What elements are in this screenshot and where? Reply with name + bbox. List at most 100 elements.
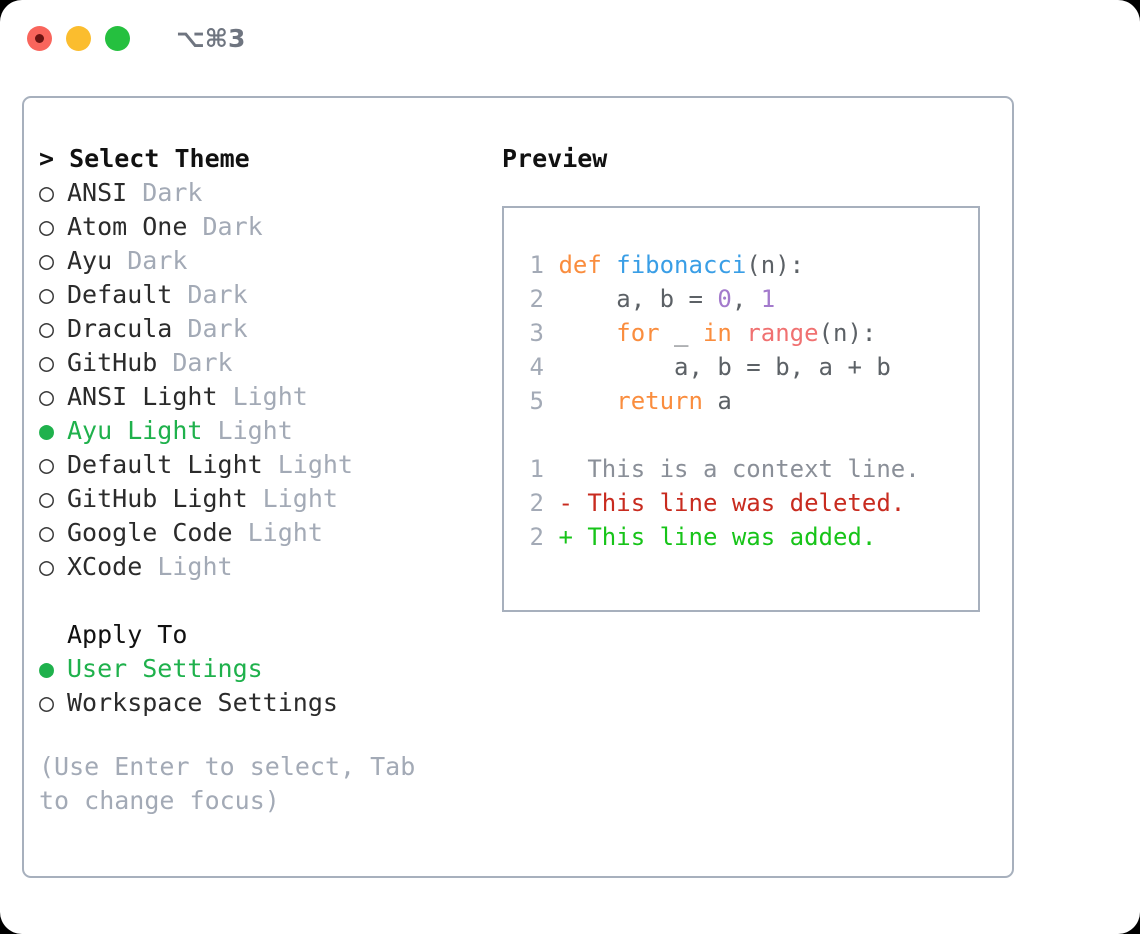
code-token: 0 — [717, 285, 732, 313]
theme-option-label: GitHub — [67, 348, 173, 377]
theme-option-label: Dracula — [67, 314, 188, 343]
diff-line-text: This is a context line. — [544, 455, 920, 483]
code-token: 1 — [760, 285, 776, 313]
theme-picker-dialog: > Select Theme ○ANSI Dark○Atom One Dark○… — [22, 96, 1014, 878]
code-token: _ — [659, 319, 703, 347]
code-diff-spacer — [504, 418, 978, 452]
radio-unselected-icon: ○ — [39, 212, 55, 241]
theme-option-label: ANSI Light — [67, 382, 233, 411]
theme-option-atom-one[interactable]: ○ Atom One Dark — [39, 210, 479, 244]
code-token: return — [616, 387, 703, 415]
code-token — [558, 319, 616, 347]
radio-unselected-icon: ○ — [39, 178, 55, 207]
radio-unselected-icon: ○ — [39, 484, 55, 513]
code-line: 2 a, b = 0, 1 — [504, 282, 978, 316]
code-token: (n): — [746, 251, 805, 279]
minimize-window-button[interactable] — [66, 25, 91, 51]
keyboard-hint-text: (Use Enter to select, Tab to change focu… — [39, 752, 416, 815]
radio-unselected-icon: ○ — [39, 314, 55, 343]
theme-option-label: Default Light — [67, 450, 278, 479]
theme-option-ansi[interactable]: ○ANSI Dark — [39, 176, 479, 210]
diff-sample: 1 This is a context line.2 - This line w… — [504, 452, 978, 554]
theme-option-category: Dark — [187, 280, 248, 309]
theme-option-list: ○ANSI Dark○Atom One Dark○Ayu Dark○Defaul… — [39, 176, 479, 584]
theme-option-dracula[interactable]: ○ Dracula Dark — [39, 312, 479, 346]
theme-option-google-code[interactable]: ○Google Code Light — [39, 516, 479, 550]
dialog-columns: > Select Theme ○ANSI Dark○Atom One Dark○… — [24, 98, 1012, 876]
apply-to-header-label: Apply To — [67, 620, 188, 649]
theme-option-default[interactable]: ○Default Dark — [39, 278, 479, 312]
theme-option-category: Light — [232, 382, 308, 411]
theme-option-label: GitHub Light — [67, 484, 263, 513]
theme-option-ansi-light[interactable]: ○ ANSI Light Light — [39, 380, 479, 414]
preview-title: Preview — [502, 144, 608, 173]
line-number: 1 — [529, 455, 544, 483]
theme-option-label: ANSI — [67, 178, 143, 207]
theme-option-category: Dark — [127, 246, 188, 275]
radio-unselected-icon: ○ — [39, 348, 55, 377]
diff-line: 2 - This line was deleted. — [504, 486, 978, 520]
select-theme-header: > Select Theme — [39, 144, 250, 173]
theme-option-category: Light — [157, 552, 233, 581]
theme-option-ayu[interactable]: ○ Ayu Dark — [39, 244, 479, 278]
code-token: a, b = b, a + b — [558, 353, 891, 381]
theme-option-category: Light — [247, 518, 323, 547]
code-token: def — [558, 251, 617, 279]
radio-unselected-icon: ○ — [39, 518, 55, 547]
radio-unselected-icon: ○ — [39, 246, 55, 275]
apply-option-label: Workspace Settings — [67, 688, 338, 717]
theme-option-category: Dark — [187, 314, 248, 343]
radio-unselected-icon: ○ — [39, 382, 55, 411]
radio-selected-icon: ● — [39, 654, 55, 683]
line-gutter-space — [544, 387, 558, 415]
theme-option-category: Light — [277, 450, 353, 479]
line-number: 2 — [529, 489, 544, 517]
line-number: 4 — [529, 353, 544, 381]
diff-line-text: - This line was deleted. — [544, 489, 906, 517]
code-token: a — [702, 387, 732, 415]
line-number: 2 — [529, 523, 544, 551]
theme-option-default-light[interactable]: ○ Default Light Light — [39, 448, 479, 482]
theme-selection-column: > Select Theme ○ANSI Dark○Atom One Dark○… — [39, 142, 479, 818]
code-line: 4 a, b = b, a + b — [504, 350, 978, 384]
theme-option-label: Ayu Light — [67, 416, 218, 445]
line-number: 3 — [529, 319, 544, 347]
line-gutter-space — [544, 251, 558, 279]
theme-option-label: Ayu — [67, 246, 128, 275]
radio-unselected-icon: ○ — [39, 280, 55, 309]
apply-to-option-list: ●User Settings○Workspace Settings — [39, 652, 479, 720]
apply-option-workspace-settings[interactable]: ○Workspace Settings — [39, 686, 479, 720]
theme-option-category: Light — [217, 416, 293, 445]
radio-selected-icon: ● — [39, 416, 55, 445]
diff-line-text: + This line was added. — [544, 523, 877, 551]
theme-option-github[interactable]: ○GitHub Dark — [39, 346, 479, 380]
code-token — [732, 319, 746, 347]
preview-column: Preview 1 def fibonacci(n):2 a, b = 0, 1… — [502, 142, 1002, 612]
keyboard-shortcut-label: ⌥⌘3 — [176, 23, 246, 53]
theme-option-github-light[interactable]: ○ GitHub Light Light — [39, 482, 479, 516]
title-bar: ⌥⌘3 — [0, 0, 1140, 76]
theme-option-xcode[interactable]: ○ XCode Light — [39, 550, 479, 584]
radio-unselected-icon: ○ — [39, 450, 55, 479]
apply-option-user-settings[interactable]: ●User Settings — [39, 652, 479, 686]
line-number: 5 — [529, 387, 544, 415]
close-window-button[interactable] — [27, 25, 52, 51]
diff-line: 2 + This line was added. — [504, 520, 978, 554]
code-token: , — [731, 285, 761, 313]
apply-to-header: Apply To — [39, 618, 479, 652]
code-token — [558, 387, 616, 415]
theme-option-category: Light — [262, 484, 338, 513]
traffic-light-group — [27, 25, 130, 51]
maximize-window-button[interactable] — [105, 25, 130, 51]
radio-unselected-icon: ○ — [39, 552, 55, 581]
theme-option-category: Dark — [202, 212, 263, 241]
code-token: (n): — [818, 319, 877, 347]
code-line: 5 return a — [504, 384, 978, 418]
code-token: fibonacci — [616, 251, 747, 279]
theme-option-label: XCode — [67, 552, 158, 581]
theme-option-label: Atom One — [67, 212, 203, 241]
theme-option-ayu-light[interactable]: ● Ayu Light Light — [39, 414, 479, 448]
line-number: 1 — [529, 251, 544, 279]
